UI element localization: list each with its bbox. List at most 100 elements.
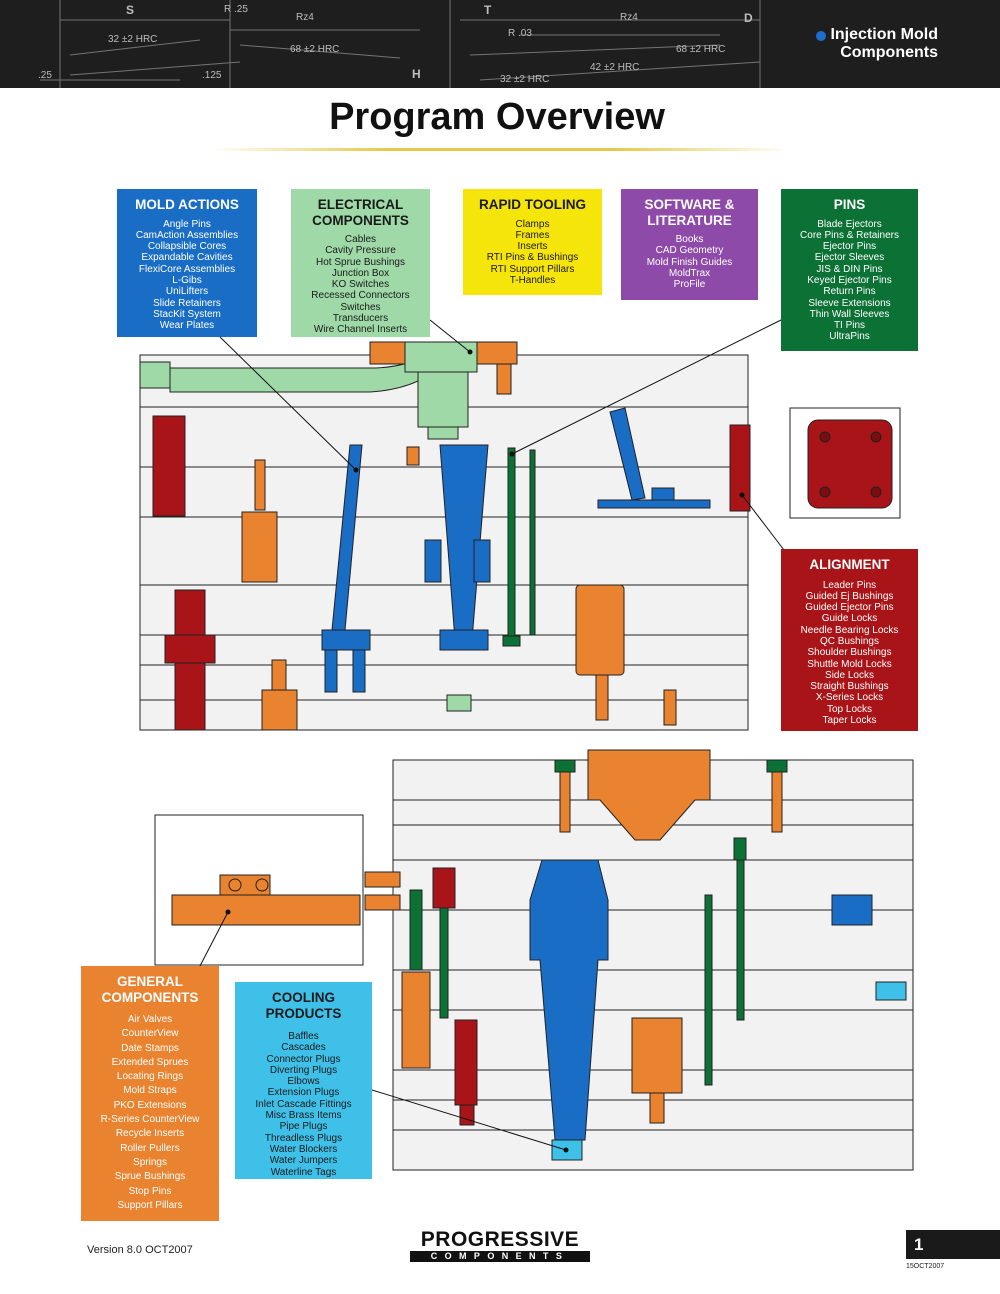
technical-drawing-background: S R .25 Rz4 32 ±2 HRC 68 ±2 HRC .125 .25… [38,0,761,88]
list-item[interactable]: Frames [515,229,550,241]
list-item[interactable]: Connector Plugs [266,1053,341,1065]
title-line: ELECTRICAL [317,197,404,212]
svg-text:Rz4: Rz4 [296,12,314,23]
list-item[interactable]: Water Jumpers [269,1155,338,1167]
list-item[interactable]: RTI Pins & Bushings [486,252,579,264]
list-item[interactable]: Expandable Cavities [141,252,233,264]
list-item[interactable]: Ejector Sleeves [814,252,885,264]
svg-text:.125: .125 [202,70,222,81]
list-item[interactable]: JIS & DIN Pins [816,263,883,275]
list-item[interactable]: Cascades [281,1042,326,1054]
list-item[interactable]: Baffles [288,1031,319,1042]
header-banner: S R .25 Rz4 32 ±2 HRC 68 ±2 HRC .125 .25… [0,0,1000,88]
list-item[interactable]: Water Blockers [269,1143,338,1155]
list-item[interactable]: Sprue Bushings [114,1171,186,1183]
list-item[interactable]: Extended Sprues [111,1056,189,1068]
list-item[interactable]: Date Stamps [121,1042,179,1054]
svg-text:H: H [412,67,421,81]
list-item[interactable]: Transducers [332,313,389,325]
mold-actions-list: Angle Pins CamAction Assemblies Collapsi… [117,219,257,332]
list-item[interactable]: Shoulder Bushings [807,647,892,659]
general-components-title: GENERAL COMPONENTS [81,974,219,1005]
list-item[interactable]: StacKit System [153,308,221,320]
list-item[interactable]: Straight Bushings [810,681,889,693]
list-item[interactable]: Cables [344,234,377,245]
list-item[interactable]: Return Pins [823,286,876,298]
list-item[interactable]: Recycle Inserts [115,1128,185,1140]
list-item[interactable]: Sleeve Extensions [808,297,891,309]
list-item[interactable]: Taper Locks [822,715,877,727]
list-item[interactable]: Needle Bearing Locks [800,624,899,636]
list-item[interactable]: Springs [133,1156,167,1168]
list-item[interactable]: Junction Box [331,267,390,279]
svg-text:D: D [744,11,753,25]
list-item[interactable]: UniLifters [165,286,209,298]
list-item[interactable]: Blade Ejectors [817,218,882,230]
list-item[interactable]: Shuttle Mold Locks [807,658,892,670]
list-item[interactable]: Core Pins & Retainers [800,229,899,241]
list-item[interactable]: CounterView [121,1028,179,1040]
list-item[interactable]: Waterline Tags [270,1166,337,1178]
list-item[interactable]: CamAction Assemblies [135,229,239,241]
list-item[interactable]: Guided Ejector Pins [805,602,894,614]
list-item[interactable]: Leader Pins [822,579,877,591]
list-item[interactable]: FlexiCore Assemblies [138,263,236,275]
list-item[interactable]: Guided Ej Bushings [805,590,894,602]
list-item[interactable]: Thin Wall Sleeves [809,308,890,320]
list-item[interactable]: Slide Retainers [153,297,221,309]
list-item[interactable]: Angle Pins [163,218,211,230]
list-item[interactable]: Locating Rings [116,1071,184,1083]
list-item[interactable]: Inlet Cascade Fittings [255,1098,352,1110]
list-item[interactable]: Top Locks [826,703,873,715]
list-item[interactable]: Mold Straps [123,1085,177,1097]
list-item[interactable]: T-Handles [509,274,556,286]
list-item[interactable]: TI Pins [833,320,866,332]
list-item[interactable]: QC Bushings [820,635,879,647]
general-components-box: GENERAL COMPONENTS Air Valves CounterVie… [81,966,219,1221]
title-line: COMPONENTS [101,989,199,1005]
section-bullet-icon [816,31,826,41]
list-item[interactable]: CAD Geometry [655,245,724,257]
list-item[interactable]: Recessed Connectors [311,290,410,302]
list-item[interactable]: MoldTrax [668,267,711,279]
pins-list: Blade Ejectors Core Pins & Retainers Eje… [781,219,918,343]
list-item[interactable]: Side Locks [825,669,874,681]
version-label: Version 8.0 OCT2007 [87,1244,193,1256]
list-item[interactable]: Mold Finish Guides [646,256,733,268]
list-item[interactable]: Misc Brass Items [265,1110,342,1122]
list-item[interactable]: Hot Sprue Bushings [316,256,405,268]
list-item[interactable]: Wire Channel Inserts [313,324,408,336]
list-item[interactable]: X-Series Locks [815,692,884,704]
list-item[interactable]: Ejector Pins [822,241,877,253]
list-item[interactable]: Threadless Plugs [264,1132,343,1144]
list-item[interactable]: Clamps [515,218,550,230]
list-item[interactable]: Cavity Pressure [325,245,396,257]
list-item[interactable]: Support Pillars [117,1199,183,1211]
company-logo: PROGRESSIVE COMPONENTS [410,1229,590,1262]
list-item[interactable]: Collapsible Cores [147,241,227,253]
list-item[interactable]: Pipe Plugs [279,1121,328,1133]
list-item[interactable]: Keyed Ejector Pins [807,274,892,286]
list-item[interactable]: RTI Support Pillars [490,263,575,275]
list-item[interactable]: ProFile [673,279,706,291]
list-item[interactable]: Books [675,234,704,245]
rapid-tooling-list: Clamps Frames Inserts RTI Pins & Bushing… [463,219,602,287]
list-item[interactable]: Air Valves [127,1014,173,1025]
list-item[interactable]: Elbows [287,1076,320,1088]
list-item[interactable]: Guide Locks [821,613,878,625]
section-label: Injection Mold Components [830,26,938,62]
list-item[interactable]: Wear Plates [159,320,215,332]
list-item[interactable]: L-Gibs [172,274,202,286]
list-item[interactable]: Inserts [517,241,548,253]
alignment-box: ALIGNMENT Leader Pins Guided Ej Bushings… [781,549,918,731]
list-item[interactable]: Diverting Plugs [269,1064,338,1076]
list-item[interactable]: KO Switches [331,279,390,291]
list-item[interactable]: PKO Extensions [113,1099,187,1111]
list-item[interactable]: Switches [340,301,381,313]
list-item[interactable]: Extension Plugs [267,1087,340,1099]
list-item[interactable]: Stop Pins [128,1185,172,1197]
list-item[interactable]: R-Series CounterView [100,1114,200,1126]
list-item[interactable]: Roller Pullers [120,1142,180,1154]
list-item[interactable]: UltraPins [829,331,870,343]
